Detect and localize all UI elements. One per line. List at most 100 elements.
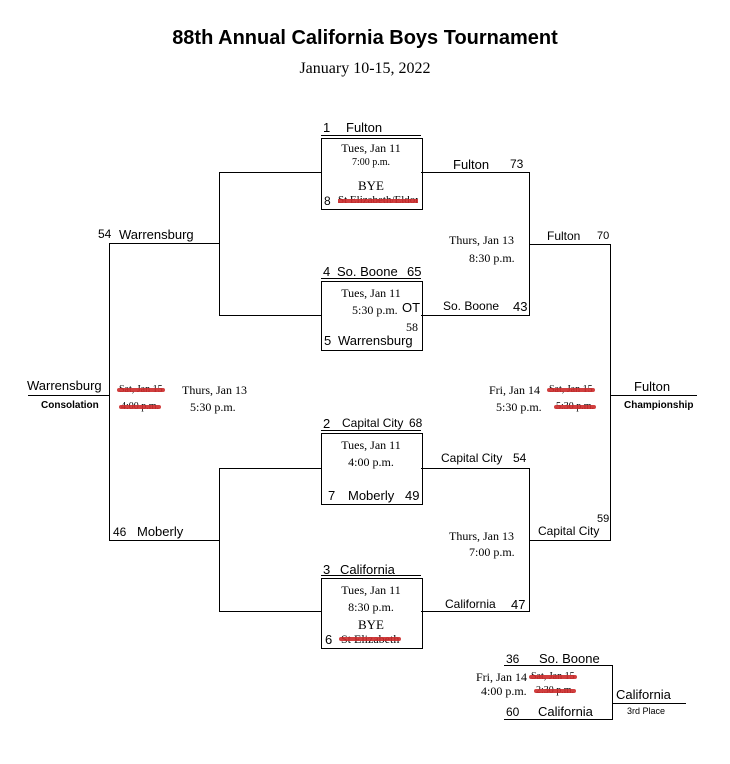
consolation-team2: Moberly: [137, 524, 184, 539]
semi-top-line2: [421, 315, 529, 316]
g1-top-team-line: [321, 135, 421, 136]
g1-bottom-team-struck: St Elizabeth/Eldon: [338, 195, 418, 206]
final-score2: 59: [597, 513, 610, 525]
g4-time: 8:30 p.m.: [348, 600, 394, 614]
third-winner-line: [612, 703, 686, 704]
g4-top-seed: 3: [323, 562, 331, 577]
consolation-score2: 46: [113, 525, 127, 539]
g2-bottom-score: 58: [406, 320, 418, 334]
third-old-date: Sat, Jan 15: [529, 671, 577, 682]
g1-bottom-seed: 8: [324, 194, 331, 208]
g2-date: Tues, Jan 11: [341, 286, 401, 300]
consolation-date: Thurs, Jan 13: [182, 383, 247, 397]
g2-top-seed: 4: [323, 264, 331, 279]
left-connector-top-vertical: [219, 172, 220, 316]
third-old-time: 2:30 p.m.: [533, 685, 577, 696]
g3-bottom-score: 49: [405, 488, 420, 503]
page-subtitle: January 10-15, 2022: [299, 60, 431, 77]
third-winner: California: [616, 687, 671, 702]
final-old-time: 5:30 p.m.: [553, 401, 597, 412]
consolation-label: Consolation: [41, 400, 99, 411]
semi-top-score2: 43: [513, 299, 528, 314]
g2-bottom-seed: 5: [324, 333, 332, 348]
g3-top-team: Capital City: [342, 416, 404, 430]
g3-top-seed: 2: [323, 416, 331, 431]
semi-bottom-team2: California: [445, 597, 496, 611]
g2-top-team-line: [321, 278, 421, 279]
consolation-old-time: 4:00 p.m.: [118, 401, 162, 412]
g3-box: [321, 433, 423, 505]
final-winner: Fulton: [634, 379, 671, 394]
consolation-old-date: Sat, Jan 15: [117, 384, 165, 395]
semi-bottom-line1: [421, 468, 529, 469]
semi-top-line1: [421, 172, 529, 173]
g2-ot-label: OT: [402, 300, 421, 315]
third-bottom-line: [504, 719, 612, 720]
left-connector-g3: [219, 468, 321, 469]
consolation-winner-line: [28, 395, 109, 396]
g3-bottom-team: Moberly: [348, 488, 395, 503]
consolation-bottom-line: [109, 540, 219, 541]
g2-time: 5:30 p.m.: [352, 303, 398, 317]
left-connector-g4: [219, 611, 321, 612]
g4-top-team-line: [321, 575, 421, 576]
final-score1: 70: [597, 230, 610, 242]
final-bottom-line: [529, 540, 610, 541]
g1-box: [321, 138, 423, 210]
g2-box: [321, 281, 423, 351]
semi-bottom-date: Thurs, Jan 13: [449, 529, 514, 543]
consolation-top-line: [109, 243, 219, 244]
left-connector-g1: [219, 172, 321, 173]
third-label: 3rd Place: [627, 706, 666, 716]
semi-bottom-score2: 47: [511, 597, 526, 612]
consolation-vertical: [109, 243, 110, 541]
semi-top-score1: 73: [510, 157, 524, 171]
semi-top-time: 8:30 p.m.: [469, 251, 515, 265]
semi-bottom-time: 7:00 p.m.: [469, 545, 515, 559]
g4-bye-label: BYE: [358, 617, 384, 632]
left-connector-bottom-vertical: [219, 468, 220, 612]
g3-top-score: 68: [409, 416, 423, 430]
third-team1: So. Boone: [539, 651, 600, 666]
left-connector-g2: [219, 315, 321, 316]
third-team2: California: [538, 704, 593, 719]
g4-bottom-seed: 6: [325, 632, 333, 647]
final-label: Championship: [624, 400, 694, 411]
g3-date: Tues, Jan 11: [341, 438, 401, 452]
g4-date: Tues, Jan 11: [341, 583, 401, 597]
third-box: [504, 665, 613, 720]
semi-top-date: Thurs, Jan 13: [449, 233, 514, 247]
consolation-winner: Warrensburg: [27, 378, 102, 393]
g4-box: [321, 578, 423, 649]
g1-date: Tues, Jan 11: [341, 141, 401, 155]
third-time: 4:00 p.m.: [481, 684, 527, 698]
g4-bottom-team-struck: St Elizabeth: [338, 632, 402, 646]
final-old-date: Sat, Jan 15: [547, 384, 595, 395]
final-team1: Fulton: [547, 229, 581, 243]
g2-top-team: So. Boone: [337, 264, 398, 279]
g3-bottom-seed: 7: [328, 488, 336, 503]
third-score1: 36: [506, 652, 520, 666]
final-team2: Capital City: [538, 524, 600, 538]
final-date: Fri, Jan 14: [489, 383, 540, 397]
semi-top-team2: So. Boone: [443, 299, 500, 313]
final-vertical: [610, 244, 611, 541]
g2-bottom-team: Warrensburg: [338, 333, 413, 348]
semi-bottom-line2: [421, 611, 529, 612]
g3-time: 4:00 p.m.: [348, 455, 394, 469]
consolation-score1: 54: [98, 227, 112, 241]
third-date: Fri, Jan 14: [476, 670, 527, 684]
semi-bottom-score1: 54: [513, 451, 527, 465]
g1-top-team: Fulton: [346, 120, 383, 135]
consolation-time: 5:30 p.m.: [190, 400, 236, 414]
g4-top-team: California: [340, 562, 395, 577]
third-score2: 60: [506, 705, 520, 719]
g2-top-score: 65: [407, 264, 422, 279]
final-time: 5:30 p.m.: [496, 400, 542, 414]
page-title: 88th Annual California Boys Tournament: [172, 27, 558, 49]
g1-time: 7:00 p.m.: [351, 157, 391, 168]
g1-bye-label: BYE: [358, 178, 384, 193]
semi-bottom-team1: Capital City: [441, 451, 503, 465]
final-winner-line: [610, 395, 697, 396]
